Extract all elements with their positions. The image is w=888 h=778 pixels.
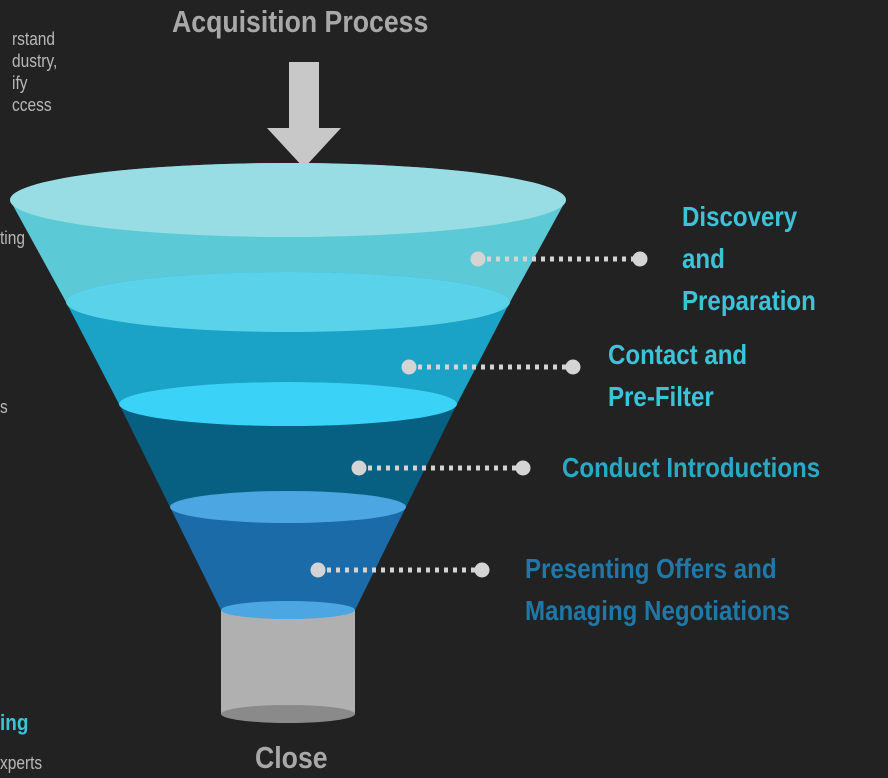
down-arrow-icon (267, 62, 341, 168)
funnel-top-rim (10, 163, 566, 237)
funnel-rim-4 (170, 491, 406, 523)
stage-label-discovery: Discovery and Preparation (682, 201, 816, 316)
left-text-fragment: ting (0, 228, 25, 248)
stage-label-introductions: Conduct Introductions (562, 452, 821, 483)
connector-1 (470, 251, 648, 267)
left-text-block: rstand dustry, ify ccess (0, 28, 65, 116)
connector-3 (351, 460, 531, 476)
funnel-bottom-rim (221, 601, 355, 619)
funnel-rim-3 (119, 382, 457, 426)
left-text-line: ccess (12, 95, 52, 115)
left-text-line: rstand (12, 29, 56, 49)
left-text-fragment: s (0, 397, 8, 417)
diagram-title: Acquisition Process (172, 4, 429, 39)
left-heading-fragment: ing (0, 710, 29, 735)
stage-label-contact: Contact and Pre-Filter (608, 339, 748, 412)
connector-2 (401, 359, 581, 375)
connector-4 (310, 562, 490, 578)
close-cylinder-base (221, 705, 355, 723)
left-text-fragment: xperts (0, 753, 43, 773)
close-cylinder (221, 610, 355, 714)
left-text-line: dustry, (12, 51, 58, 71)
left-text-line: ify (12, 73, 28, 93)
stage-label-offers: Presenting Offers and Managing Negotiati… (525, 553, 790, 626)
close-label: Close (255, 740, 328, 775)
funnel-rim-2 (66, 272, 510, 332)
